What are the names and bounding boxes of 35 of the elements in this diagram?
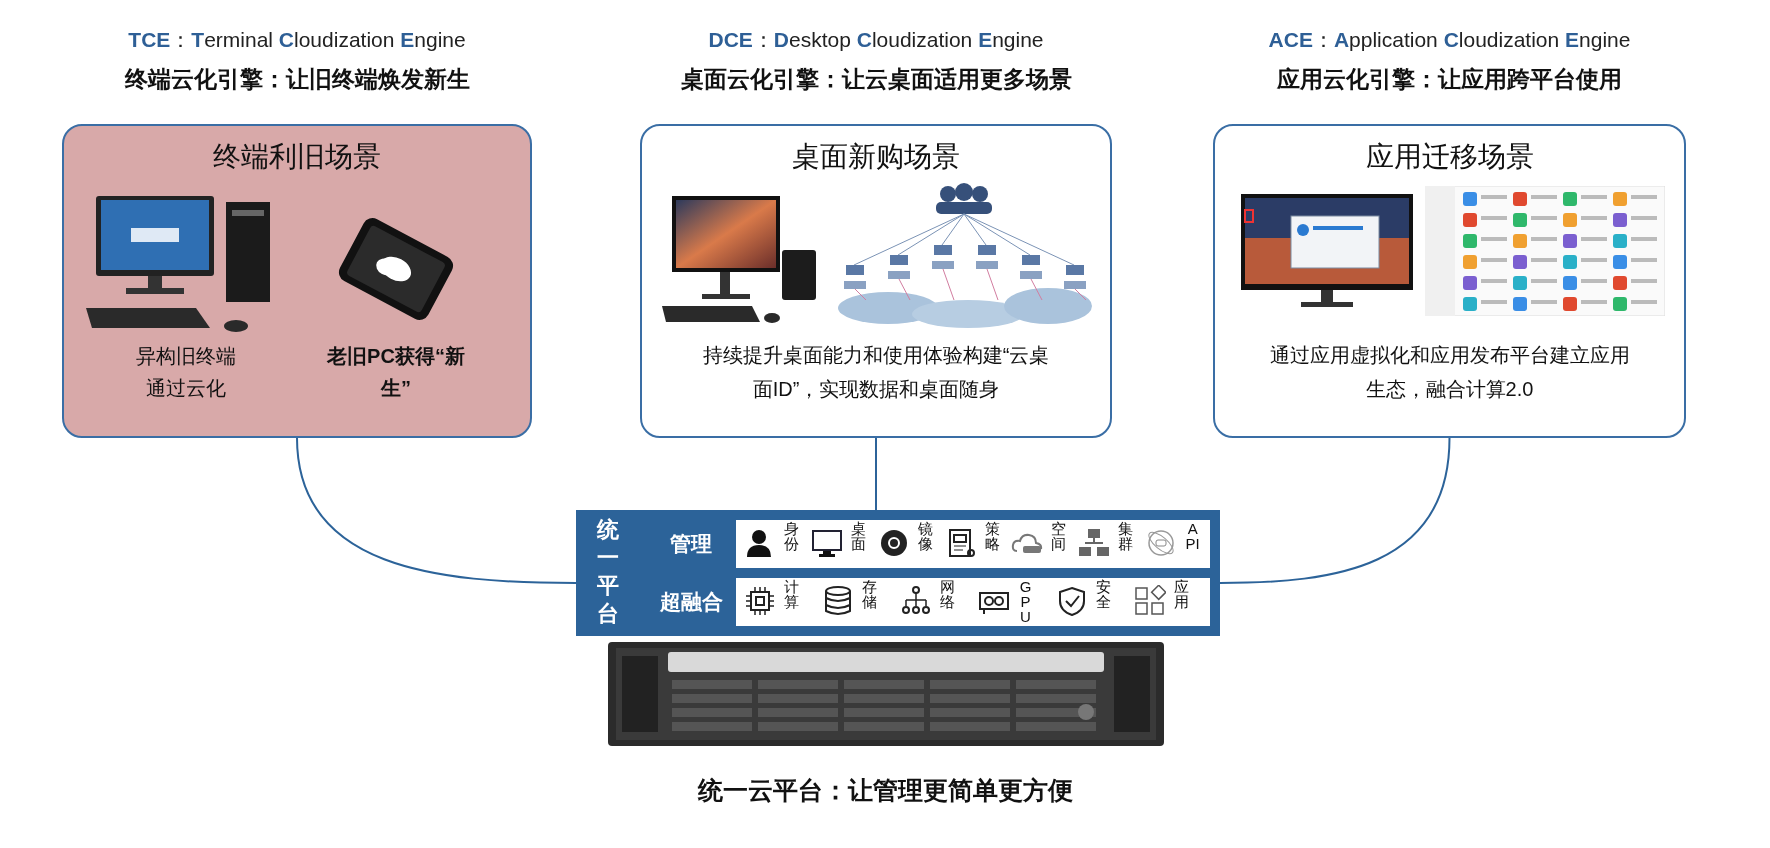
feature-label: 网络 xyxy=(939,579,956,609)
feature-label: GPU xyxy=(1018,579,1033,624)
connector-line xyxy=(875,437,877,511)
card-title: 应用迁移场景 xyxy=(1364,140,1535,174)
feature-label: 身份 xyxy=(783,521,800,551)
scenario-text: 老旧PC获得“新生” xyxy=(326,344,466,401)
card-description: 持续提升桌面能力和使用体验构建“云桌面ID”，实现数据和桌面随身 xyxy=(701,343,1051,402)
card-description: 通过应用虚拟化和应用发布平台建立应用生态，融合计算2.0 xyxy=(1269,343,1630,402)
feature-label: 镜像 xyxy=(916,521,934,551)
connector-line xyxy=(296,437,577,584)
scenario-card xyxy=(1213,124,1686,438)
feature-label: 空间 xyxy=(1050,521,1068,551)
scenario-card xyxy=(640,124,1112,438)
card-title: 桌面新购场景 xyxy=(791,140,961,174)
scenario-card xyxy=(62,124,532,438)
engine-subheading: 终端云化引擎：让旧终端焕发新生 xyxy=(123,65,471,94)
engine-subheading: 应用云化引擎：让应用跨平台使用 xyxy=(1276,65,1623,94)
feature-label: 策略 xyxy=(983,521,1001,551)
card-title: 终端利旧场景 xyxy=(212,140,382,174)
feature-label: 集群 xyxy=(1117,521,1135,551)
feature-label: 存储 xyxy=(861,579,878,609)
engine-heading: DCE：Desktop Cloudization Engine xyxy=(707,27,1045,53)
engine-heading: TCE：Terminal Cloudization Engine xyxy=(127,27,467,53)
scenario-text: 异构旧终端通过云化 xyxy=(135,344,237,401)
engine-heading: ACE：Application Cloudization Engine xyxy=(1267,27,1632,53)
feature-label: 安全 xyxy=(1095,579,1112,609)
feature-label: 桌面 xyxy=(849,521,867,551)
caption: 统一云平台：让管理更简单更方便 xyxy=(696,775,1074,806)
platform-panel xyxy=(576,510,1220,636)
feature-label: 计算 xyxy=(783,579,800,609)
engine-subheading: 桌面云化引擎：让云桌面适用更多场景 xyxy=(679,65,1073,94)
feature-label: API xyxy=(1184,521,1201,551)
connector-line xyxy=(1219,437,1451,584)
platform-label: 统一平台 xyxy=(596,516,620,628)
feature-label: 应用 xyxy=(1173,579,1190,609)
